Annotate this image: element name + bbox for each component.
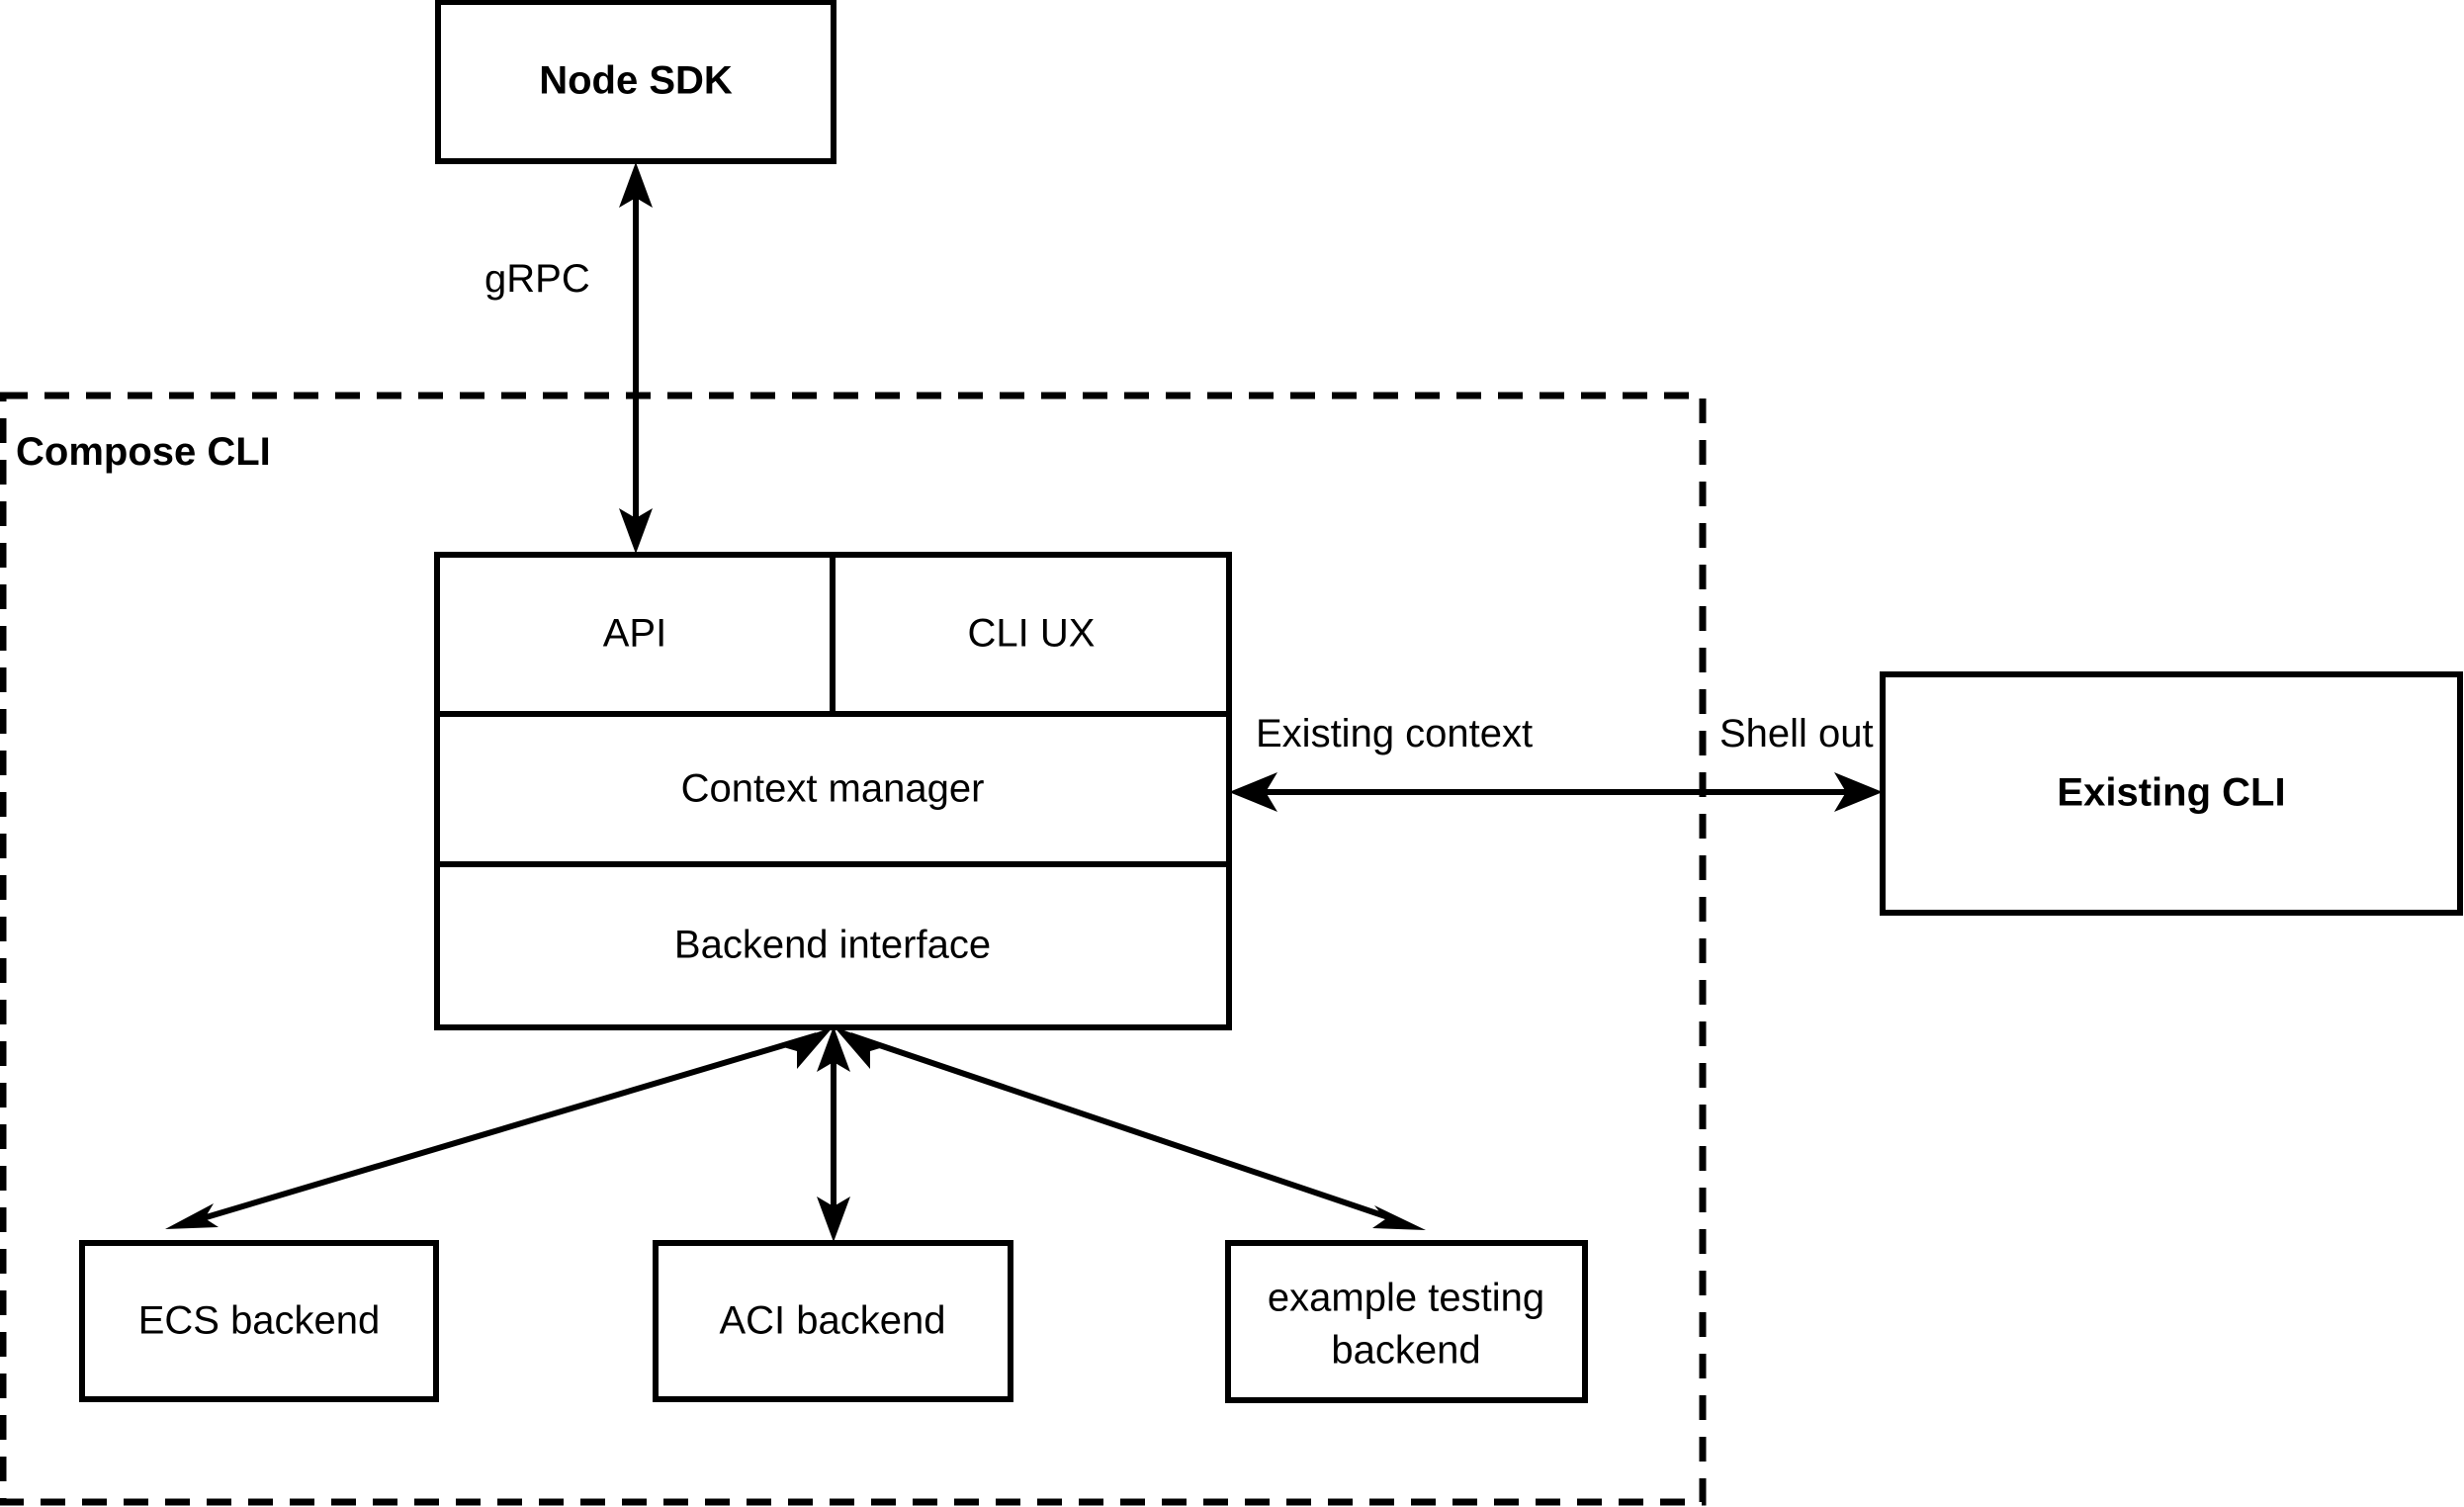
- backend-to-example-edge-line: [849, 1032, 1398, 1223]
- ecs-to-backend-arrow-head: [780, 1026, 834, 1069]
- aci-backend-label: ACI backend: [719, 1299, 945, 1343]
- context-manager-cell-label: Context manager: [681, 767, 985, 811]
- example-testing-backend-label-line2: backend: [1331, 1329, 1480, 1373]
- compose-cli-group-boundary: [0, 392, 1707, 1506]
- existing-context-arrow-head: [1229, 772, 1277, 812]
- example-to-backend-arrow-head: [834, 1026, 887, 1069]
- example-testing-backend-box: [1225, 1240, 1588, 1403]
- backend-to-aci-arrow-head: [817, 1197, 850, 1242]
- grpc-arrow-head-up: [619, 162, 653, 208]
- example-testing-backend-label-line1: example testing: [1268, 1277, 1544, 1320]
- grpc-edge-label: gRPC: [484, 257, 590, 301]
- backend-to-ecs-edge-line: [192, 1032, 818, 1224]
- backend-interface-cell-label: Backend interface: [674, 924, 991, 967]
- node-sdk-box: [435, 0, 836, 164]
- api-cell-label: API: [603, 612, 666, 656]
- grpc-arrow-head-down: [619, 508, 653, 554]
- existing-context-edge-label: Existing context: [1256, 712, 1533, 755]
- ecs-backend-label: ECS backend: [138, 1299, 381, 1343]
- existing-cli-label: Existing CLI: [2057, 771, 2285, 815]
- shell-out-arrow-head: [1834, 772, 1883, 812]
- ecs-backend-box: [79, 1240, 439, 1402]
- backend-to-example-arrow-head: [1372, 1205, 1426, 1230]
- compose-cli-group-label: Compose CLI: [16, 430, 271, 474]
- aci-to-backend-arrow-head: [817, 1026, 850, 1072]
- node-sdk-label: Node SDK: [539, 59, 733, 103]
- aci-backend-box: [653, 1240, 1013, 1402]
- existing-cli-box: [1880, 671, 2463, 916]
- shell-out-edge-label: Shell out: [1719, 712, 1874, 755]
- backend-to-ecs-arrow-head: [165, 1203, 219, 1229]
- cli-ux-cell-label: CLI UX: [968, 612, 1096, 656]
